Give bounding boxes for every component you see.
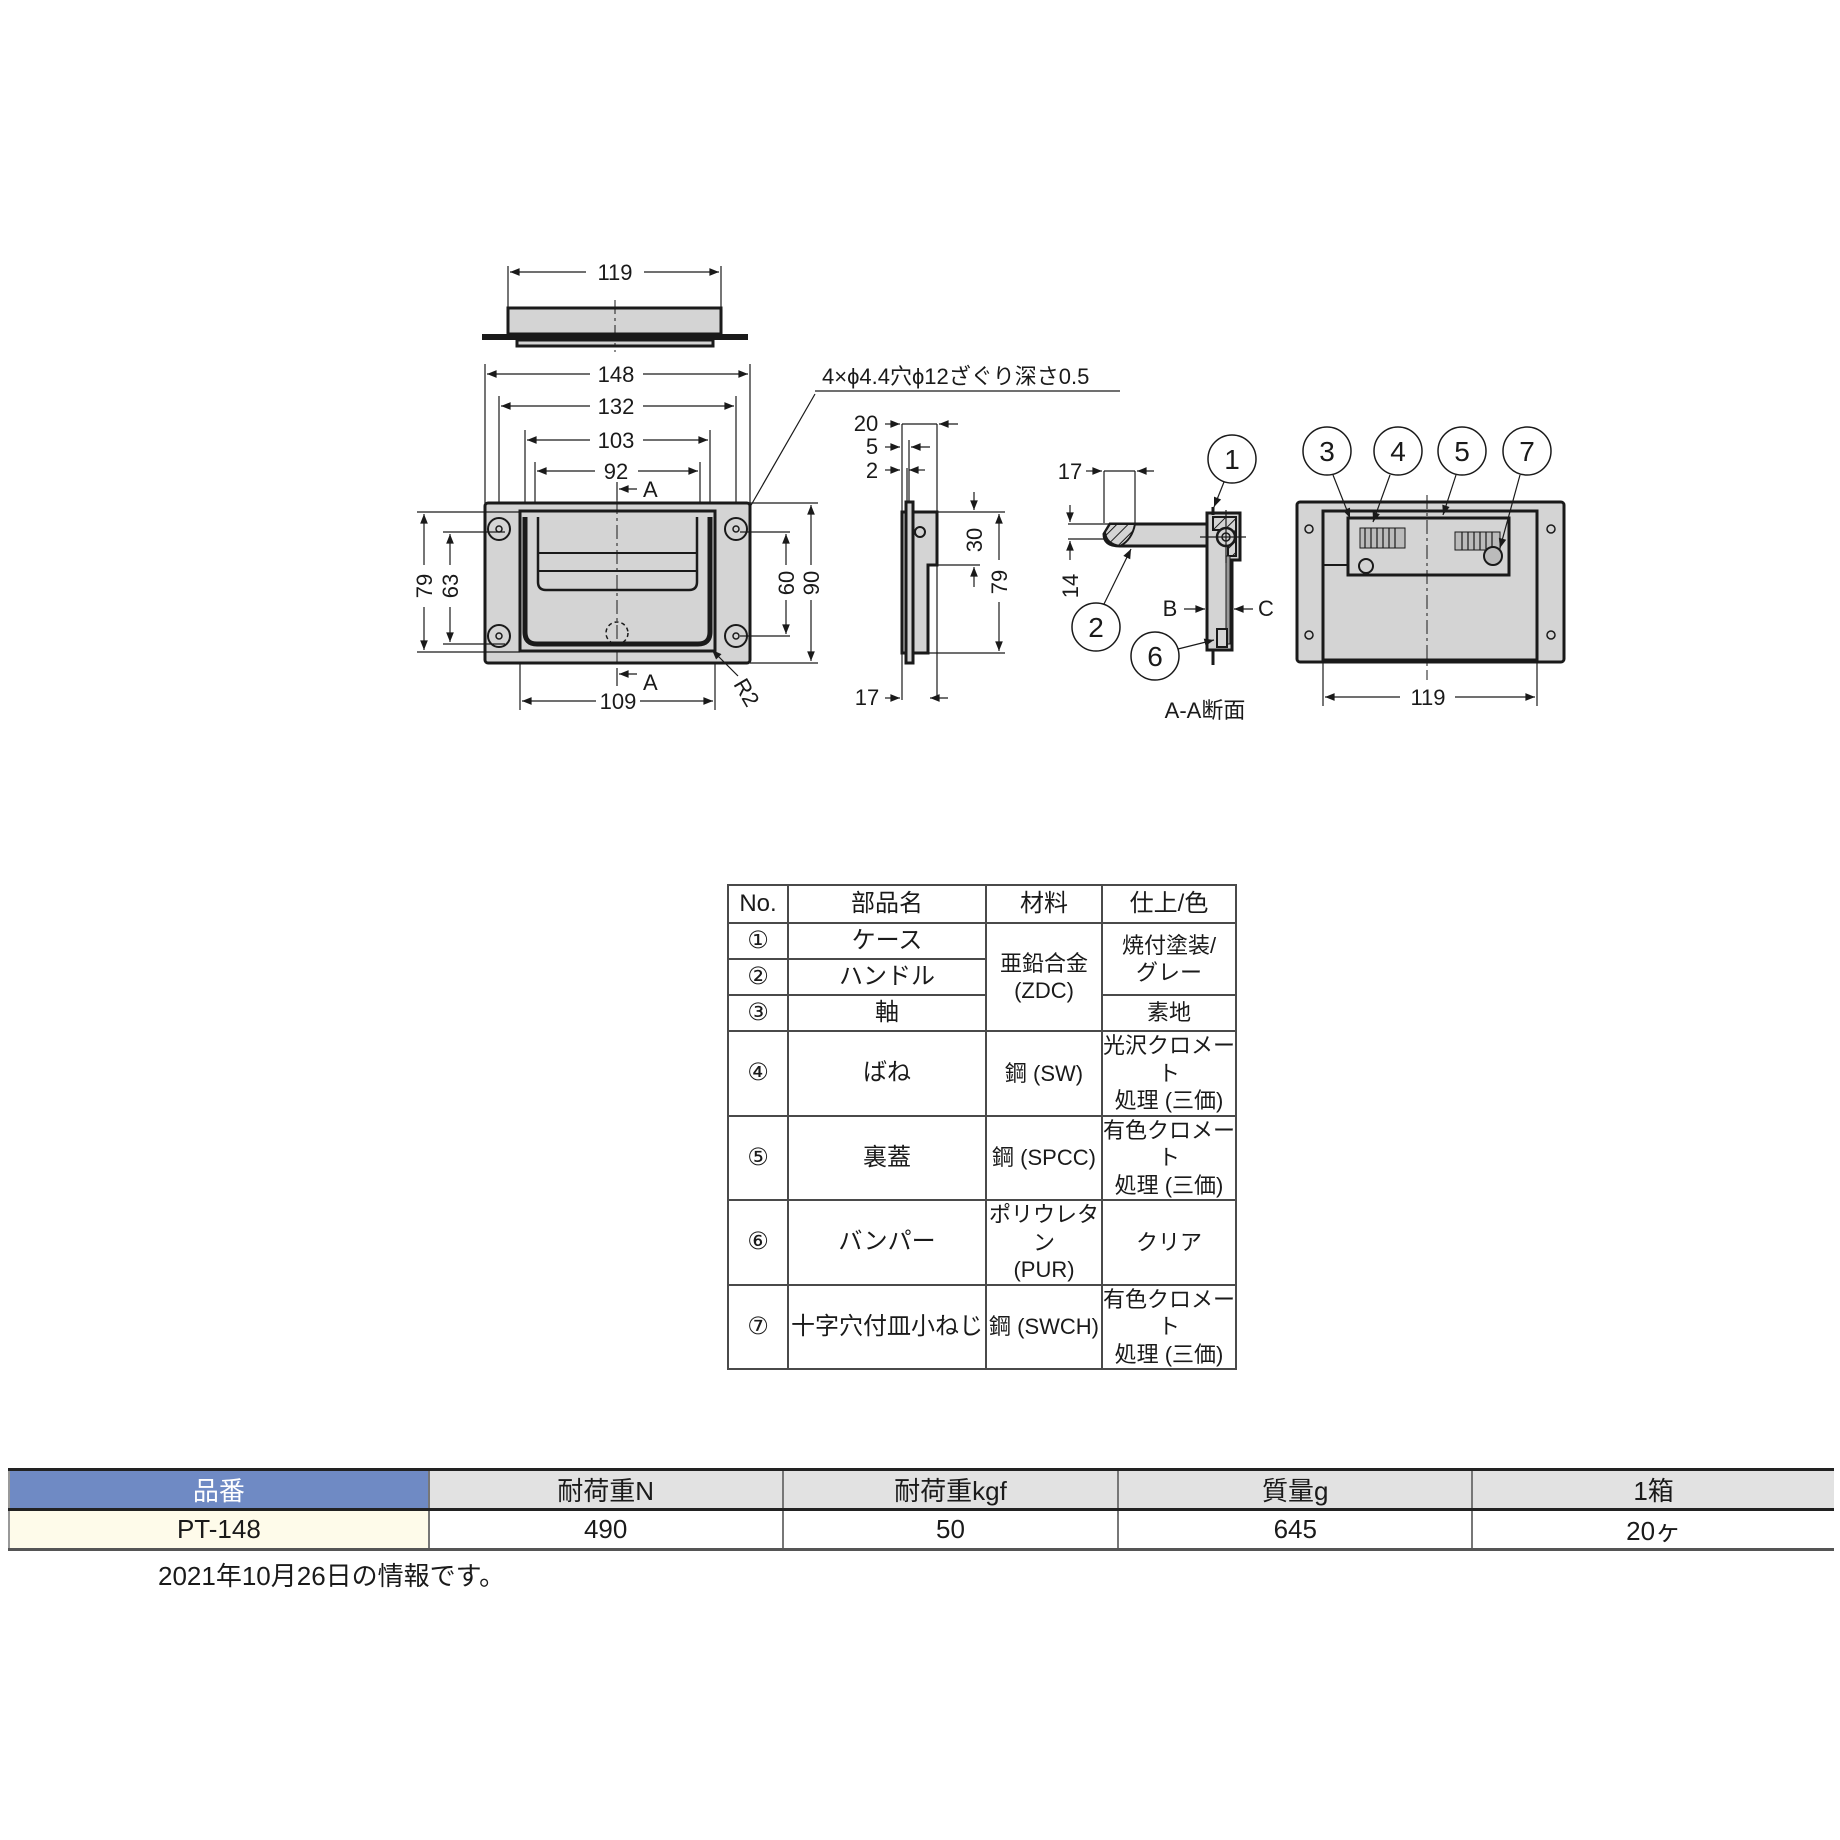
table-row: ② ハンドル bbox=[727, 958, 1236, 996]
svg-text:4: 4 bbox=[1390, 436, 1406, 467]
header-no: No. bbox=[727, 884, 789, 924]
dim-60: 60 bbox=[774, 571, 799, 595]
part-finish: クリア bbox=[1101, 1199, 1237, 1286]
part-no: ⑦ bbox=[727, 1283, 789, 1370]
part-no: ⑤ bbox=[727, 1114, 789, 1201]
callout-6: 6 bbox=[1130, 631, 1215, 681]
dim-back-119: 119 bbox=[1410, 685, 1445, 710]
spec-table: 品番 耐荷重N 耐荷重kgf 質量g 1箱 PT-148 490 50 645 … bbox=[8, 1468, 1834, 1551]
callout-7: 7 bbox=[1498, 426, 1552, 549]
section-view: 17 14 B C 1 bbox=[1058, 434, 1274, 723]
part-no: ③ bbox=[727, 994, 789, 1032]
header-load-kgf: 耐荷重kgf bbox=[781, 1469, 1119, 1510]
back-view: 3 4 5 7 119 bbox=[1295, 426, 1566, 710]
dim-79-side: 79 bbox=[987, 570, 1012, 594]
dim-14: 14 bbox=[1058, 574, 1083, 598]
dim-79-left: 79 bbox=[412, 574, 437, 598]
part-material: 亜鉛合金 (ZDC) bbox=[985, 922, 1103, 1032]
parts-header-row: No. 部品名 材料 仕上/色 bbox=[727, 884, 1237, 924]
load-kgf: 50 bbox=[781, 1509, 1119, 1550]
part-name: 裏蓋 bbox=[787, 1114, 987, 1201]
part-number: PT-148 bbox=[8, 1509, 429, 1550]
part-finish: 素地 bbox=[1101, 994, 1237, 1032]
table-row: ① ケース 亜鉛合金 (ZDC) 焼付塗装/ グレー bbox=[727, 922, 1237, 1032]
radius-r2: R2 bbox=[729, 674, 765, 711]
svg-text:3: 3 bbox=[1319, 436, 1335, 467]
dim-90: 90 bbox=[799, 571, 824, 595]
section-marker-bottom: A bbox=[643, 670, 658, 695]
dim-63: 63 bbox=[438, 574, 463, 598]
header-per-box: 1箱 bbox=[1471, 1469, 1834, 1510]
dim-132: 132 bbox=[598, 394, 635, 419]
header-material: 材料 bbox=[985, 884, 1103, 924]
part-no: ④ bbox=[727, 1030, 789, 1117]
spec-header-row: 品番 耐荷重N 耐荷重kgf 質量g 1箱 bbox=[8, 1469, 1834, 1510]
part-no: ⑥ bbox=[727, 1199, 789, 1286]
section-marker-top: A bbox=[643, 477, 658, 502]
arrow-b-label: B bbox=[1163, 596, 1178, 621]
header-part-number: 品番 bbox=[8, 1469, 429, 1510]
svg-text:5: 5 bbox=[1454, 436, 1470, 467]
table-row: PT-148 490 50 645 20ヶ bbox=[8, 1509, 1834, 1550]
dim-2: 2 bbox=[866, 458, 878, 483]
arrow-c-label: C bbox=[1258, 596, 1274, 621]
header-part-name: 部品名 bbox=[787, 884, 987, 924]
part-material: 鋼 (SPCC) bbox=[985, 1114, 1103, 1201]
callout-2: 2 bbox=[1071, 548, 1132, 652]
back-holes bbox=[1304, 524, 1556, 640]
dim-17-side: 17 bbox=[855, 685, 879, 710]
table-row: ⑦ 十字穴付皿小ねじ 鋼 (SWCH) 有色クロメート 処理 (三価) bbox=[727, 1283, 1237, 1370]
dim-30: 30 bbox=[962, 528, 987, 552]
dim-103: 103 bbox=[598, 428, 635, 453]
parts-table: No. 部品名 材料 仕上/色 ① ケース 亜鉛合金 (ZDC) 焼付塗装/ グ… bbox=[727, 884, 1237, 1370]
technical-drawing: 119 148 132 103 92 bbox=[412, 260, 1566, 723]
dim-20: 20 bbox=[854, 411, 878, 436]
part-name: 軸 bbox=[787, 994, 987, 1032]
header-load-n: 耐荷重N bbox=[427, 1469, 783, 1510]
part-finish: 有色クロメート 処理 (三価) bbox=[1101, 1114, 1237, 1201]
front-view: 148 132 103 92 A A bbox=[412, 362, 1120, 714]
table-row: ④ ばね 鋼 (SW) 光沢クロメート 処理 (三価) bbox=[727, 1030, 1237, 1117]
dim-109: 109 bbox=[600, 689, 637, 714]
svg-text:7: 7 bbox=[1519, 436, 1535, 467]
dim-92: 92 bbox=[604, 459, 628, 484]
callout-1: 1 bbox=[1207, 434, 1257, 508]
dim-5: 5 bbox=[866, 434, 878, 459]
header-mass: 質量g bbox=[1117, 1469, 1473, 1510]
part-name: 十字穴付皿小ねじ bbox=[787, 1283, 987, 1370]
hole-note: 4×ϕ4.4穴ϕ12ざぐり深さ0.5 bbox=[822, 364, 1089, 389]
per-box: 20ヶ bbox=[1471, 1509, 1834, 1550]
part-name: ばね bbox=[787, 1030, 987, 1117]
side-view: 20 5 2 30 79 17 bbox=[854, 411, 1012, 710]
part-name: バンパー bbox=[787, 1199, 987, 1286]
part-no: ② bbox=[727, 958, 789, 996]
svg-text:1: 1 bbox=[1224, 444, 1240, 475]
part-finish: 有色クロメート 処理 (三価) bbox=[1101, 1283, 1237, 1370]
part-name: ハンドル bbox=[787, 958, 987, 996]
part-no: ① bbox=[727, 922, 789, 960]
top-view: 119 bbox=[482, 260, 748, 352]
svg-text:6: 6 bbox=[1147, 641, 1163, 672]
table-row: ⑤ 裏蓋 鋼 (SPCC) 有色クロメート 処理 (三価) bbox=[727, 1114, 1237, 1201]
dim-148: 148 bbox=[598, 362, 635, 387]
callout-5: 5 bbox=[1437, 426, 1487, 516]
table-row: ⑥ バンパー ポリウレタン (PUR) クリア bbox=[727, 1199, 1237, 1286]
mass: 645 bbox=[1117, 1509, 1473, 1550]
callout-4: 4 bbox=[1372, 426, 1423, 523]
dim-top-119: 119 bbox=[597, 260, 632, 285]
table-row: ③ 軸 素地 bbox=[727, 994, 1237, 1032]
part-finish: 焼付塗装/ グレー bbox=[1101, 922, 1237, 996]
callout-3: 3 bbox=[1302, 426, 1352, 519]
part-material: 鋼 (SW) bbox=[985, 1030, 1103, 1117]
header-finish: 仕上/色 bbox=[1101, 884, 1237, 924]
load-n: 490 bbox=[427, 1509, 783, 1550]
part-material: 鋼 (SWCH) bbox=[985, 1283, 1103, 1370]
part-material: ポリウレタン (PUR) bbox=[985, 1199, 1103, 1286]
svg-text:2: 2 bbox=[1088, 612, 1104, 643]
info-date-note: 2021年10月26日の情報です。 bbox=[158, 1561, 506, 1591]
dim-17-section: 17 bbox=[1058, 459, 1082, 484]
part-name: ケース bbox=[787, 922, 987, 960]
section-caption: A-A断面 bbox=[1165, 698, 1246, 723]
part-finish: 光沢クロメート 処理 (三価) bbox=[1101, 1030, 1237, 1117]
